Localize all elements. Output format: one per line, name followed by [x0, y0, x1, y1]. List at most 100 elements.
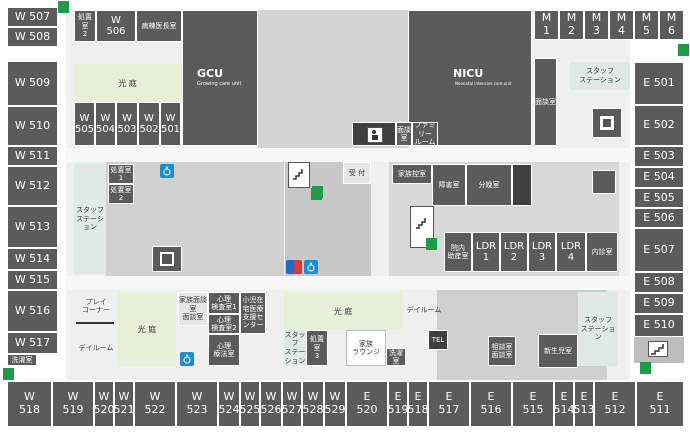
ldr-3[interactable]: LDR 3	[528, 232, 556, 272]
ward-w506[interactable]: W 506	[96, 10, 136, 42]
ward-e501[interactable]: E 501	[634, 62, 684, 105]
ward-m2[interactable]: M 2	[559, 10, 584, 40]
ward-w507[interactable]: W 507	[7, 7, 58, 27]
in-hospital-midwife[interactable]: 院内 助産室	[444, 232, 472, 272]
ward-w522[interactable]: W 522	[134, 381, 176, 427]
consult-interview-room[interactable]: 相談室 面談室	[488, 336, 516, 366]
ward-w512[interactable]: W 512	[7, 166, 58, 206]
counsel-room-1[interactable]: 心理 検査室1	[208, 292, 240, 314]
dayroom-left-label: デイルーム	[78, 344, 114, 352]
family-room-top[interactable]: ファミリー ルーム	[412, 121, 438, 146]
east-stairs	[634, 337, 684, 363]
baby-icon	[599, 115, 615, 131]
ward-m1[interactable]: M 1	[534, 10, 559, 40]
ward-m6[interactable]: M 6	[659, 10, 684, 40]
ward-w501[interactable]: W 501	[160, 102, 181, 146]
laundry-room[interactable]: 洗濯室	[386, 348, 406, 366]
treatment-room-2[interactable]: 処置室 2	[108, 184, 134, 204]
ward-w519[interactable]: W 519	[52, 381, 94, 427]
ward-e511[interactable]: E 511	[636, 381, 684, 427]
child-support-center[interactable]: 小児在宅医療 支援センター	[240, 292, 266, 334]
ward-w514[interactable]: W 514	[7, 248, 58, 270]
gcu-title: GCU	[197, 67, 224, 80]
ward-e504[interactable]: E 504	[634, 167, 684, 188]
gcu-subtitle: Growing care unit	[197, 81, 242, 87]
ward-e515[interactable]: E 515	[512, 381, 554, 427]
ward-w526[interactable]: W 526	[260, 381, 282, 427]
ward-w510[interactable]: W 510	[7, 106, 58, 146]
ward-w528[interactable]: W 528	[302, 381, 324, 427]
family-wait-room[interactable]: 家族控室	[392, 164, 432, 184]
elevator-hall-top	[352, 122, 396, 146]
gcu-unit[interactable]: GCU Growing care unit	[182, 10, 258, 146]
ward-e506[interactable]: E 506	[634, 208, 684, 228]
ward-e513[interactable]: E 513	[574, 381, 595, 427]
ward-w529[interactable]: W 529	[324, 381, 346, 427]
ward-e512[interactable]: E 512	[594, 381, 636, 427]
ward-e516[interactable]: E 516	[470, 381, 512, 427]
ward-e505[interactable]: E 505	[634, 188, 684, 208]
ward-w511[interactable]: W 511	[7, 146, 58, 166]
ward-w517[interactable]: W 517	[7, 332, 58, 354]
stairs-central	[288, 162, 310, 188]
therapy-room[interactable]: 心理 療法室	[208, 334, 240, 366]
family-explain-room[interactable]: 家族面談室 面談室	[178, 292, 208, 326]
ward-e519[interactable]: E 519	[388, 381, 409, 427]
ward-w521[interactable]: W 521	[114, 381, 135, 427]
treatment-room-3[interactable]: 処置室 3	[306, 330, 328, 366]
ward-e517[interactable]: E 517	[428, 381, 470, 427]
ward-e502[interactable]: E 502	[634, 105, 684, 146]
ward-w515[interactable]: W 515	[7, 270, 58, 290]
wheelchair-icon-central	[304, 260, 318, 274]
east-storage[interactable]	[512, 164, 532, 206]
ward-e508[interactable]: E 508	[634, 272, 684, 293]
tel-box[interactable]: TEL	[428, 330, 448, 350]
consultation-room[interactable]: 内診室	[586, 232, 618, 272]
ward-e514[interactable]: E 514	[554, 381, 575, 427]
ward-w508[interactable]: W 508	[7, 27, 58, 47]
ward-w502[interactable]: W 502	[138, 102, 160, 146]
ward-w527[interactable]: W 527	[282, 381, 303, 427]
treatment-room-1[interactable]: 処置室 1	[108, 164, 134, 184]
family-lounge[interactable]: 家族 ラウンジ	[346, 330, 386, 366]
nicu-title: NICU	[453, 67, 484, 80]
newborn-room[interactable]: 新生児室	[538, 334, 578, 368]
ward-w518[interactable]: W 518	[7, 381, 52, 427]
reception[interactable]: 受 付	[343, 162, 371, 184]
laundry-left[interactable]: 洗濯室	[7, 354, 37, 366]
ward-e520[interactable]: E 520	[346, 381, 388, 427]
ward-w503[interactable]: W 503	[116, 102, 138, 146]
ward-w523[interactable]: W 523	[176, 381, 218, 427]
ward-w505[interactable]: W 505	[74, 102, 95, 146]
play-corner-line	[76, 322, 114, 324]
dayroom-mid-label: デイルーム	[406, 306, 442, 314]
ward-e509[interactable]: E 509	[634, 293, 684, 314]
nicu-consult-small[interactable]: 面談室	[396, 122, 412, 146]
ward-w504[interactable]: W 504	[95, 102, 116, 146]
disabled-room[interactable]: 障害室	[432, 164, 466, 206]
ward-w513[interactable]: W 513	[7, 206, 58, 248]
ldr-4[interactable]: LDR 4	[556, 232, 586, 272]
ward-e510[interactable]: E 510	[634, 314, 684, 337]
ward-w516[interactable]: W 516	[7, 290, 58, 332]
ward-e507[interactable]: E 507	[634, 228, 684, 272]
emergency-exit-icon-mid	[312, 186, 323, 198]
ldr-1[interactable]: LDR 1	[472, 232, 500, 272]
counsel-room-2[interactable]: 心理 検査室2	[208, 314, 240, 334]
ward-w520[interactable]: W 520	[94, 381, 115, 427]
ward-w509[interactable]: W 509	[7, 61, 58, 106]
west-elevator-box	[152, 246, 182, 272]
ward-w524[interactable]: W 524	[218, 381, 240, 427]
ldr-2[interactable]: LDR 2	[500, 232, 528, 272]
delivery-room[interactable]: 分娩室	[466, 164, 512, 206]
chief-room[interactable]: 病棟医長室	[136, 10, 182, 42]
ward-m4[interactable]: M 4	[609, 10, 634, 40]
emergency-exit-icon-nw	[58, 1, 69, 13]
treatment-room-small[interactable]: 処置室 2	[74, 10, 96, 42]
ward-e503[interactable]: E 503	[634, 146, 684, 167]
ward-m5[interactable]: M 5	[634, 10, 659, 40]
ward-w525[interactable]: W 525	[240, 381, 261, 427]
ward-e518[interactable]: E 518	[408, 381, 429, 427]
ward-m3[interactable]: M 3	[584, 10, 609, 40]
consult-small[interactable]: 面談室	[534, 58, 557, 146]
